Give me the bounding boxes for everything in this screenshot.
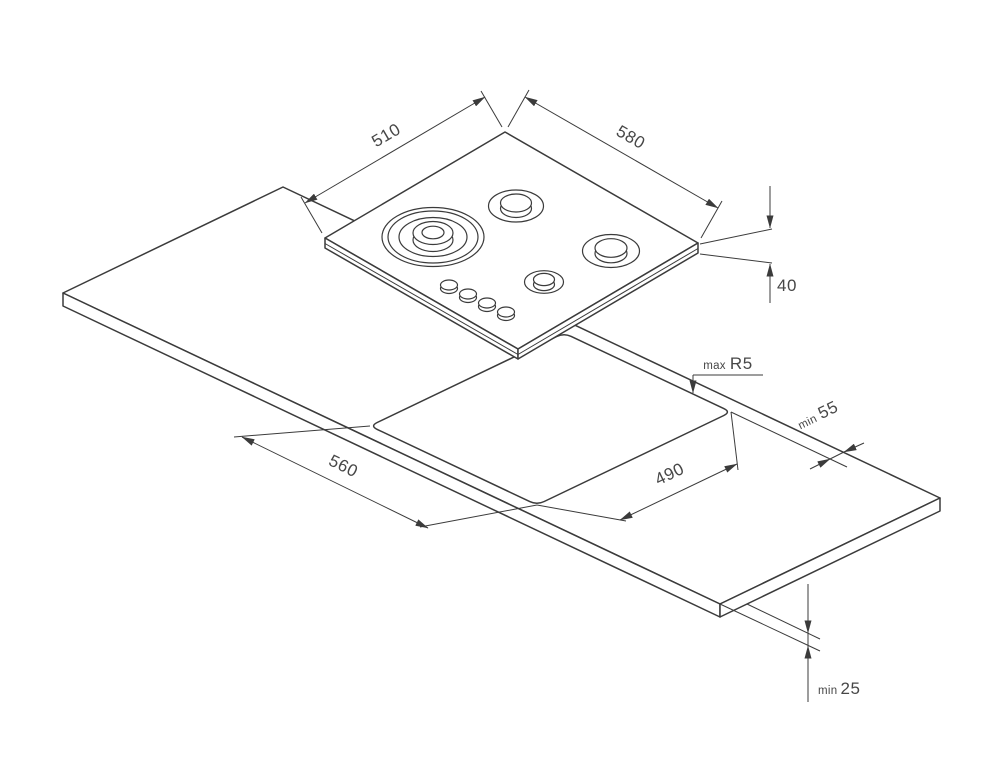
control-knobs [439, 279, 516, 322]
knob-2 [458, 288, 478, 304]
countertop-right-edge-face [719, 497, 941, 618]
extension-line [480, 90, 503, 128]
knob-top [458, 288, 478, 300]
extension-line [719, 603, 821, 652]
burner-cap [532, 272, 556, 287]
burner-cap [499, 193, 533, 213]
knob-top [439, 279, 459, 291]
burner-large [381, 206, 485, 268]
knob-1 [439, 279, 459, 295]
burner-cap [594, 238, 628, 258]
burner-ring [581, 233, 641, 269]
hob-width-label: 580 [613, 121, 649, 153]
burner-small [523, 270, 565, 294]
worktop-cutout [372, 333, 729, 505]
hob-edge-seam-left [324, 243, 519, 355]
dim-hob-height-40: 40 [699, 186, 797, 303]
arrow-line [843, 442, 865, 453]
burner-right [581, 233, 641, 269]
burner-cap [412, 220, 454, 246]
knob-top [496, 306, 516, 318]
hob-edge-seam-right [517, 248, 699, 355]
rear-clearance-label: min55 [794, 397, 841, 433]
knob-3 [477, 297, 497, 313]
dimension-line [524, 96, 719, 209]
extension-line [419, 504, 538, 528]
extension-line [300, 196, 323, 234]
extension-line [700, 200, 723, 239]
extension-line [233, 425, 371, 438]
extension-line [699, 228, 773, 245]
gap-line [829, 451, 845, 460]
arrow-line [809, 458, 831, 470]
hob-depth-label: 510 [368, 119, 404, 151]
burner-ring [381, 206, 485, 268]
extension-line [730, 411, 739, 471]
cutout-width-label: 560 [326, 451, 361, 481]
burner-ring [387, 210, 479, 264]
extension-line [536, 504, 627, 522]
knob-4 [496, 306, 516, 322]
dimension-line [304, 96, 486, 204]
dimension-line [619, 463, 738, 521]
knob-top [477, 297, 497, 309]
hob-height-label: 40 [777, 276, 797, 295]
burner-cap-inner-ring [421, 225, 445, 240]
burner-ring [523, 270, 565, 294]
burner-ring [398, 216, 468, 258]
extension-line [699, 253, 773, 264]
extension-line [730, 411, 848, 468]
dimension-line [241, 436, 429, 529]
extension-line [507, 89, 530, 128]
